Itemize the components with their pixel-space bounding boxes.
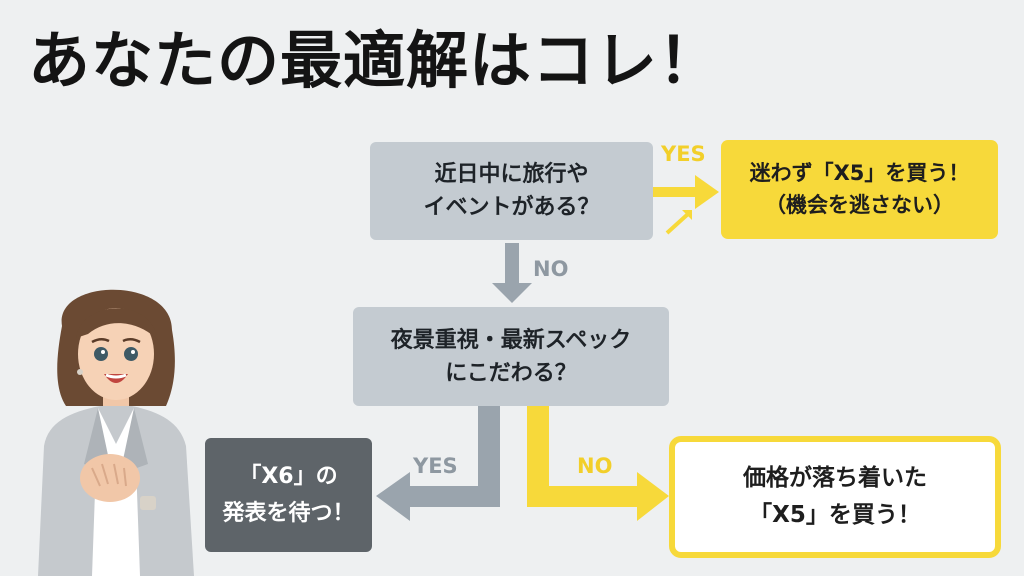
question-2-line-2: にこだわる？ (445, 360, 577, 386)
answer-buy-x5-now-box: 迷わず「X5」を買う！ （機会を逃さない） (721, 140, 998, 239)
question-2-line-1: 夜景重視・最新スペック (390, 327, 632, 353)
question-1-line-1: 近日中に旅行や (434, 162, 589, 187)
yes-arrow-q2 (376, 405, 500, 521)
answer-2-line-2: 発表を待つ！ (222, 501, 355, 526)
question-2-box: 夜景重視・最新スペック にこだわる？ (353, 307, 669, 406)
yes-arrow-q1 (653, 175, 719, 235)
answer-1-line-1: 迷わず「X5」を買う！ (749, 161, 970, 185)
answer-1-line-2: （機会を逃さない） (765, 192, 954, 217)
question-1-box: 近日中に旅行や イベントがある？ (370, 142, 653, 240)
label-q2-yes: YES (413, 454, 458, 478)
no-arrow-q1 (492, 243, 532, 303)
no-arrow-q2 (527, 405, 669, 521)
answer-wait-x6-box: 「X6」の 発表を待つ！ (205, 438, 372, 552)
label-q2-no: NO (577, 454, 613, 478)
page-title: あなたの最適解はコレ！ (28, 24, 722, 97)
label-q1-yes: YES (661, 142, 706, 166)
label-q1-no: NO (533, 257, 569, 281)
answer-3-line-1: 価格が落ち着いた (743, 465, 927, 492)
woman-presenter-icon (38, 289, 194, 576)
question-1-line-2: イベントがある？ (423, 195, 600, 220)
answer-3-line-2: 「X5」を買う！ (749, 502, 921, 528)
answer-2-line-1: 「X6」の (239, 463, 338, 489)
answer-buy-x5-later-box: 価格が落ち着いた 「X5」を買う！ (669, 436, 1001, 558)
